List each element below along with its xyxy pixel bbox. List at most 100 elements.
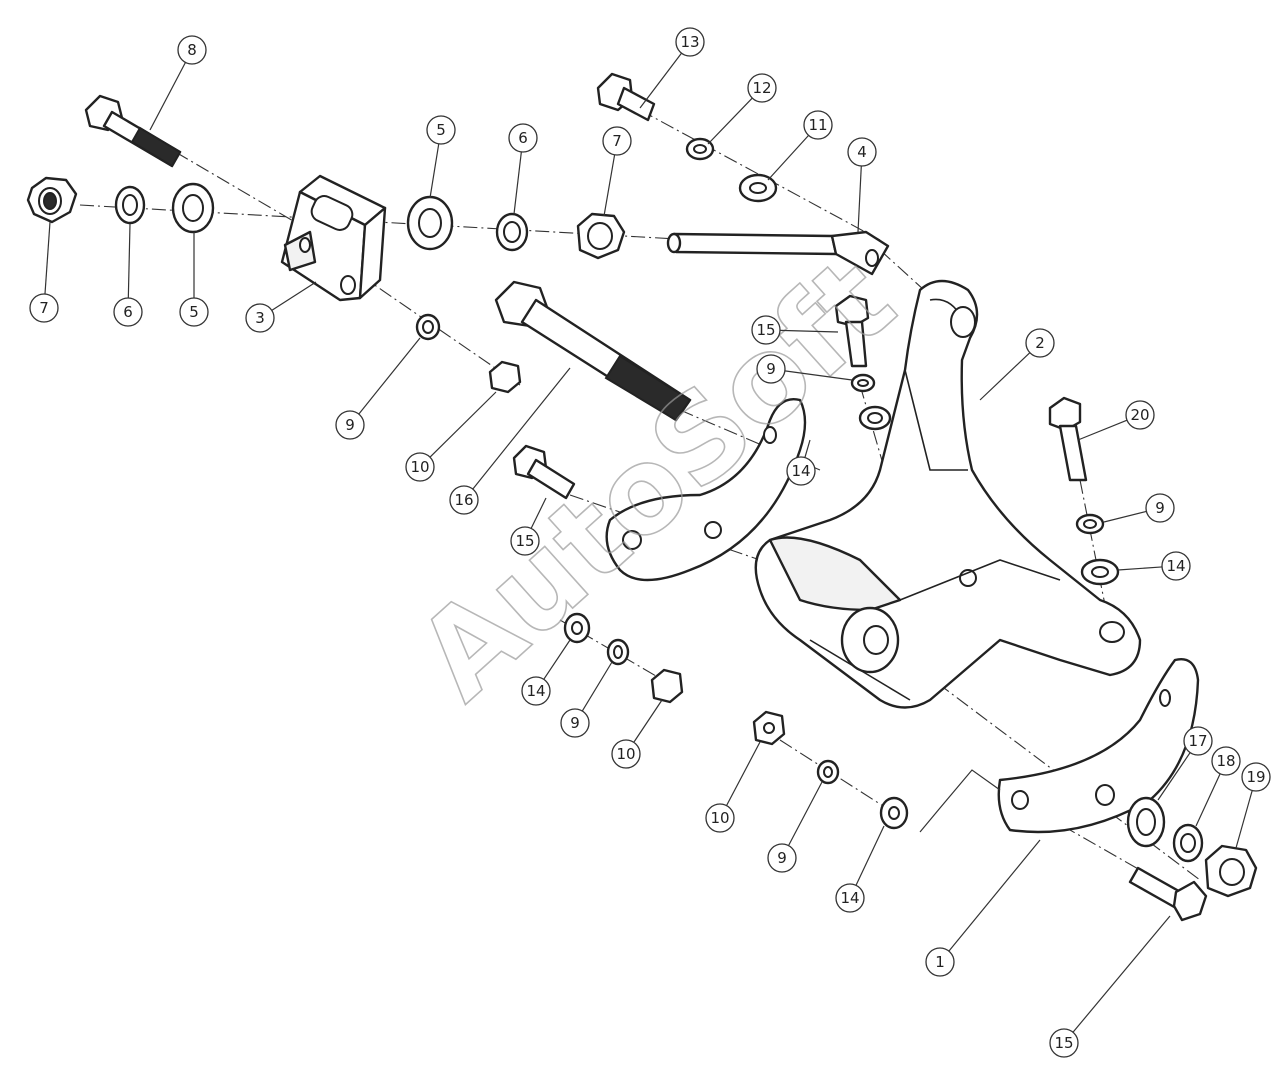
part-nut-10-a: [488, 360, 522, 394]
callout-leader: [787, 781, 823, 846]
part-lock-washer-12: [685, 137, 715, 161]
callout-18: 18: [1195, 746, 1241, 827]
callout-number: 9: [345, 416, 355, 434]
callout-leader: [784, 370, 853, 381]
callout-leader: [639, 52, 683, 109]
part-lock-washer-6-left: [114, 185, 146, 225]
callout-number: 8: [187, 41, 197, 59]
callout-9: 9: [560, 661, 613, 738]
callout-circle: [1125, 400, 1155, 430]
callout-circle: [426, 115, 456, 145]
callout-leader: [1195, 773, 1221, 827]
callout-number: 5: [189, 303, 199, 321]
callout-number: 14: [1166, 557, 1185, 575]
callout-circle: [177, 35, 207, 65]
callout-number: 17: [1188, 732, 1207, 750]
callout-4: 4: [847, 137, 877, 233]
callout-11: 11: [767, 110, 833, 181]
callout-leader: [707, 97, 753, 145]
part-lock-washer-18: [1172, 823, 1204, 863]
part-washer-14-a: [858, 405, 892, 431]
callout-leader: [1117, 566, 1163, 571]
callout-circle: [767, 843, 797, 873]
callout-9: 9: [756, 354, 853, 384]
callout-leader: [530, 497, 547, 529]
callout-circle: [925, 947, 955, 977]
part-nut-7-mid: [576, 212, 626, 260]
callout-number: 12: [752, 79, 771, 97]
part-lock-washer-9-b: [415, 313, 441, 341]
callout-number: 11: [808, 116, 827, 134]
callout-number: 19: [1246, 768, 1265, 786]
callout-14: 14: [786, 439, 816, 486]
callout-circle: [405, 452, 435, 482]
callout-leader: [804, 439, 811, 458]
callout-circle: [751, 315, 781, 345]
part-lower-strap-1: [997, 658, 1200, 834]
part-bolt-15-mid: [512, 444, 576, 500]
callout-circle: [847, 137, 877, 167]
callout-leader: [429, 391, 497, 458]
part-washer-11: [738, 173, 778, 203]
callout-number: 9: [570, 714, 580, 732]
callout-number: 15: [515, 532, 534, 550]
part-lock-washer-9-c: [1075, 513, 1105, 535]
part-lock-washer-6-mid: [495, 212, 529, 252]
part-bolt-8: [84, 94, 182, 168]
callout-3: 3: [245, 281, 317, 333]
callout-12: 12: [707, 73, 777, 145]
part-curved-strap-center: [605, 398, 807, 582]
part-lock-washer-9-a: [850, 373, 876, 393]
callout-9: 9: [1103, 493, 1175, 523]
callout-number: 14: [526, 682, 545, 700]
callout-leader: [472, 367, 571, 490]
callout-leader: [1072, 915, 1171, 1033]
callout-circle: [1145, 493, 1175, 523]
callout-8: 8: [149, 35, 207, 131]
callout-leader: [603, 154, 616, 217]
part-bolt-15-bottom: [1128, 866, 1208, 922]
callout-number: 9: [766, 360, 776, 378]
callout-10: 10: [405, 391, 497, 482]
callout-number: 6: [518, 129, 528, 147]
callout-circle: [786, 456, 816, 486]
callout-leader: [855, 825, 885, 886]
part-bolt-15-top: [834, 294, 870, 368]
callout-2: 2: [979, 328, 1055, 401]
callout-10: 10: [705, 741, 761, 833]
callout-number: 20: [1130, 406, 1149, 424]
callout-number: 14: [791, 462, 810, 480]
callout-leader: [543, 639, 571, 680]
callout-circle: [521, 676, 551, 706]
callout-number: 2: [1035, 334, 1045, 352]
callout-circle: [1049, 1028, 1079, 1058]
callout-circle: [113, 297, 143, 327]
callout-6: 6: [508, 123, 538, 215]
callout-number: 9: [1155, 499, 1165, 517]
callout-circle: [560, 708, 590, 738]
callout-leader: [979, 352, 1031, 401]
callout-leader: [127, 223, 131, 299]
part-nut-10-c: [752, 710, 786, 746]
part-washer-5-left: [171, 182, 215, 234]
callout-5: 5: [426, 115, 456, 199]
callout-circle: [803, 110, 833, 140]
callout-circle: [1025, 328, 1055, 358]
callout-circle: [611, 739, 641, 769]
callout-leader: [429, 143, 440, 199]
callout-leader: [149, 62, 187, 131]
callout-circle: [510, 526, 540, 556]
part-washer-14-b: [1080, 558, 1120, 586]
callout-circle: [1183, 726, 1213, 756]
callout-number: 4: [857, 143, 867, 161]
callout-14: 14: [835, 825, 885, 913]
callout-number: 13: [680, 33, 699, 51]
callout-circle: [1241, 762, 1271, 792]
callout-leader: [948, 839, 1041, 952]
callout-number: 10: [616, 745, 635, 763]
part-bolt-20: [1048, 396, 1088, 482]
callout-leader: [725, 741, 761, 806]
callout-number: 15: [756, 321, 775, 339]
